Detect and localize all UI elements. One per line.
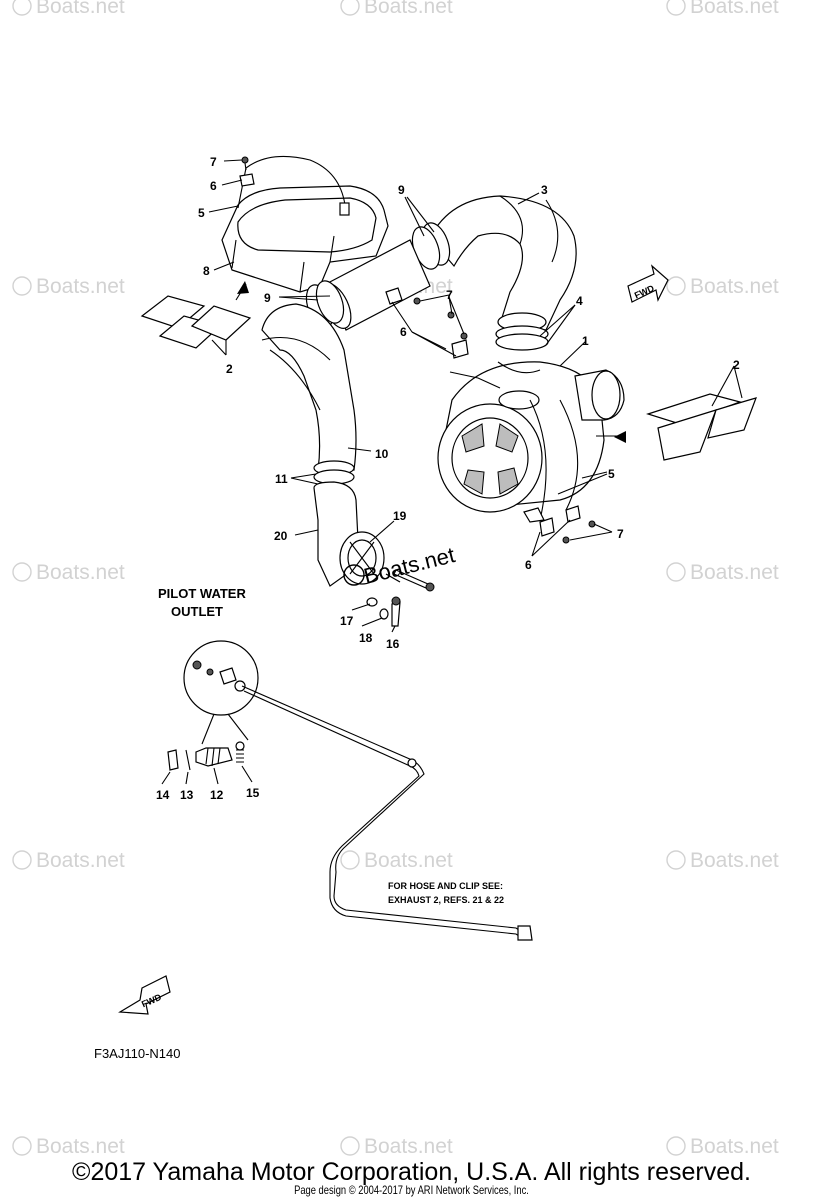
svg-text:Boats.net: Boats.net [36,849,125,872]
svg-text:Boats.net: Boats.net [36,561,125,584]
part-6-clamp-right [451,339,469,359]
callout-5-lower: 5 [608,467,615,481]
watermark-row3-right: Boats.net [666,561,779,584]
diagram-labels: PILOT WATER OUTLET FOR HOSE AND CLIP SEE… [94,586,504,1061]
copyright-notice: ©2017 Yamaha Motor Corporation, U.S.A. A… [72,1158,751,1186]
svg-text:Boats.net: Boats.net [690,275,779,298]
svg-text:Boats.net: Boats.net [364,849,453,872]
watermark-row5-left: Boats.net [12,1135,125,1158]
watermark-row5-right: Boats.net [666,1135,779,1158]
watermark-row4-right: Boats.net [666,849,779,872]
callout-6-mid: 6 [400,325,407,339]
callout-13: 13 [180,788,194,802]
svg-text:Boats.net: Boats.net [36,0,125,18]
part-14-cap [167,749,179,771]
hose-note-line1: FOR HOSE AND CLIP SEE: [388,881,503,891]
callout-19: 19 [393,509,407,523]
hose-note-line2: EXHAUST 2, REFS. 21 & 22 [388,895,504,905]
callout-5-top: 5 [198,206,205,220]
fwd-arrow-top: FWD [627,264,669,303]
svg-text:Boats.net: Boats.net [364,1135,453,1158]
watermark-top-right: Boats.net [666,0,779,18]
watermark-top-left: Boats.net [12,0,125,18]
watermark-row2-right: Boats.net [666,275,779,298]
callout-2-left: 2 [226,362,233,376]
svg-text:Boats.net: Boats.net [36,1135,125,1158]
part-7-screw-top [241,156,249,171]
pilot-detail-circle [183,640,259,716]
callout-12: 12 [210,788,224,802]
pilot-water-label-line1: PILOT WATER [158,586,246,601]
part-11-hose-clamp [313,460,355,485]
part-2-pads-left [140,295,252,349]
callout-20: 20 [274,529,288,543]
callout-11: 11 [275,472,288,486]
exploded-parts-diagram: Boats.net Boats.net Boats.net Boats.net … [12,0,779,1158]
part-7-screw-lower [562,520,596,544]
part-1-water-lock [437,361,625,513]
leader-lines [161,159,743,785]
svg-text:Boats.net: Boats.net [36,275,125,298]
callout-2-right: 2 [733,358,740,372]
callout-14: 14 [156,788,170,802]
part-15-spring [235,741,245,763]
callout-7-top: 7 [210,155,217,169]
part-9-clamp-upper [411,222,451,270]
part-13-seal [185,749,191,771]
diagram-code: F3AJ110-N140 [94,1046,180,1061]
fwd-arrow-bottom: FWD [118,975,171,1015]
svg-text:Boats.net: Boats.net [690,1135,779,1158]
callout-9-lower: 9 [264,291,271,305]
callout-1: 1 [582,334,589,348]
part-10-lower-elbow-tube [261,303,357,471]
callout-3: 3 [541,183,548,197]
callout-6-top: 6 [210,179,217,193]
callout-7-lower: 7 [617,527,624,541]
callout-7-mid: 7 [446,288,453,302]
pilot-water-hose [241,685,533,941]
svg-text:Boats.net: Boats.net [690,849,779,872]
part-8-muffler-box [221,155,389,293]
watermark-row2-left: Boats.net [12,275,125,298]
watermark-row5-center: Boats.net [340,1135,453,1158]
svg-text:Boats.net: Boats.net [690,0,779,18]
part-18-collar [379,608,389,620]
part-19-pilot-outlet [339,531,385,585]
part-6-clamp-lower [539,505,581,537]
part-7-screw-right [447,311,468,340]
callout-6-lower: 6 [525,558,532,572]
bolts-right-of-outlet [385,569,435,592]
part-4-hose-clamp [495,325,549,351]
callout-4: 4 [576,294,583,308]
callout-8: 8 [203,264,210,278]
part-16-bolt [391,596,401,627]
callout-9-upper: 9 [398,183,405,197]
part-6-clamp-mid [385,287,403,305]
callout-17: 17 [340,614,354,628]
callout-10: 10 [375,447,389,461]
watermark-row3-left: Boats.net [12,561,125,584]
part-2-pads-right [646,393,757,461]
watermark-row4-left: Boats.net [12,849,125,872]
page-design-credit: Page design © 2004-2017 by ARI Network S… [294,1183,529,1197]
callout-16: 16 [386,637,400,651]
callout-numbers: 7 6 5 8 9 3 9 7 4 6 1 2 2 10 5 11 19 20 … [156,155,740,802]
part-7-screw-mid [413,297,421,305]
watermark-top-center: Boats.net [340,0,453,18]
svg-text:Boats.net: Boats.net [690,561,779,584]
part-12-fitting [195,747,233,767]
watermark-row4-center: Boats.net [340,849,453,872]
callout-18: 18 [359,631,373,645]
pilot-water-label-line2: OUTLET [171,604,223,619]
part-5-strap [523,399,579,523]
callout-15: 15 [246,786,260,800]
part-6-clamp-top [239,173,255,187]
svg-text:Boats.net: Boats.net [364,0,453,18]
direction-arrows [237,281,626,443]
